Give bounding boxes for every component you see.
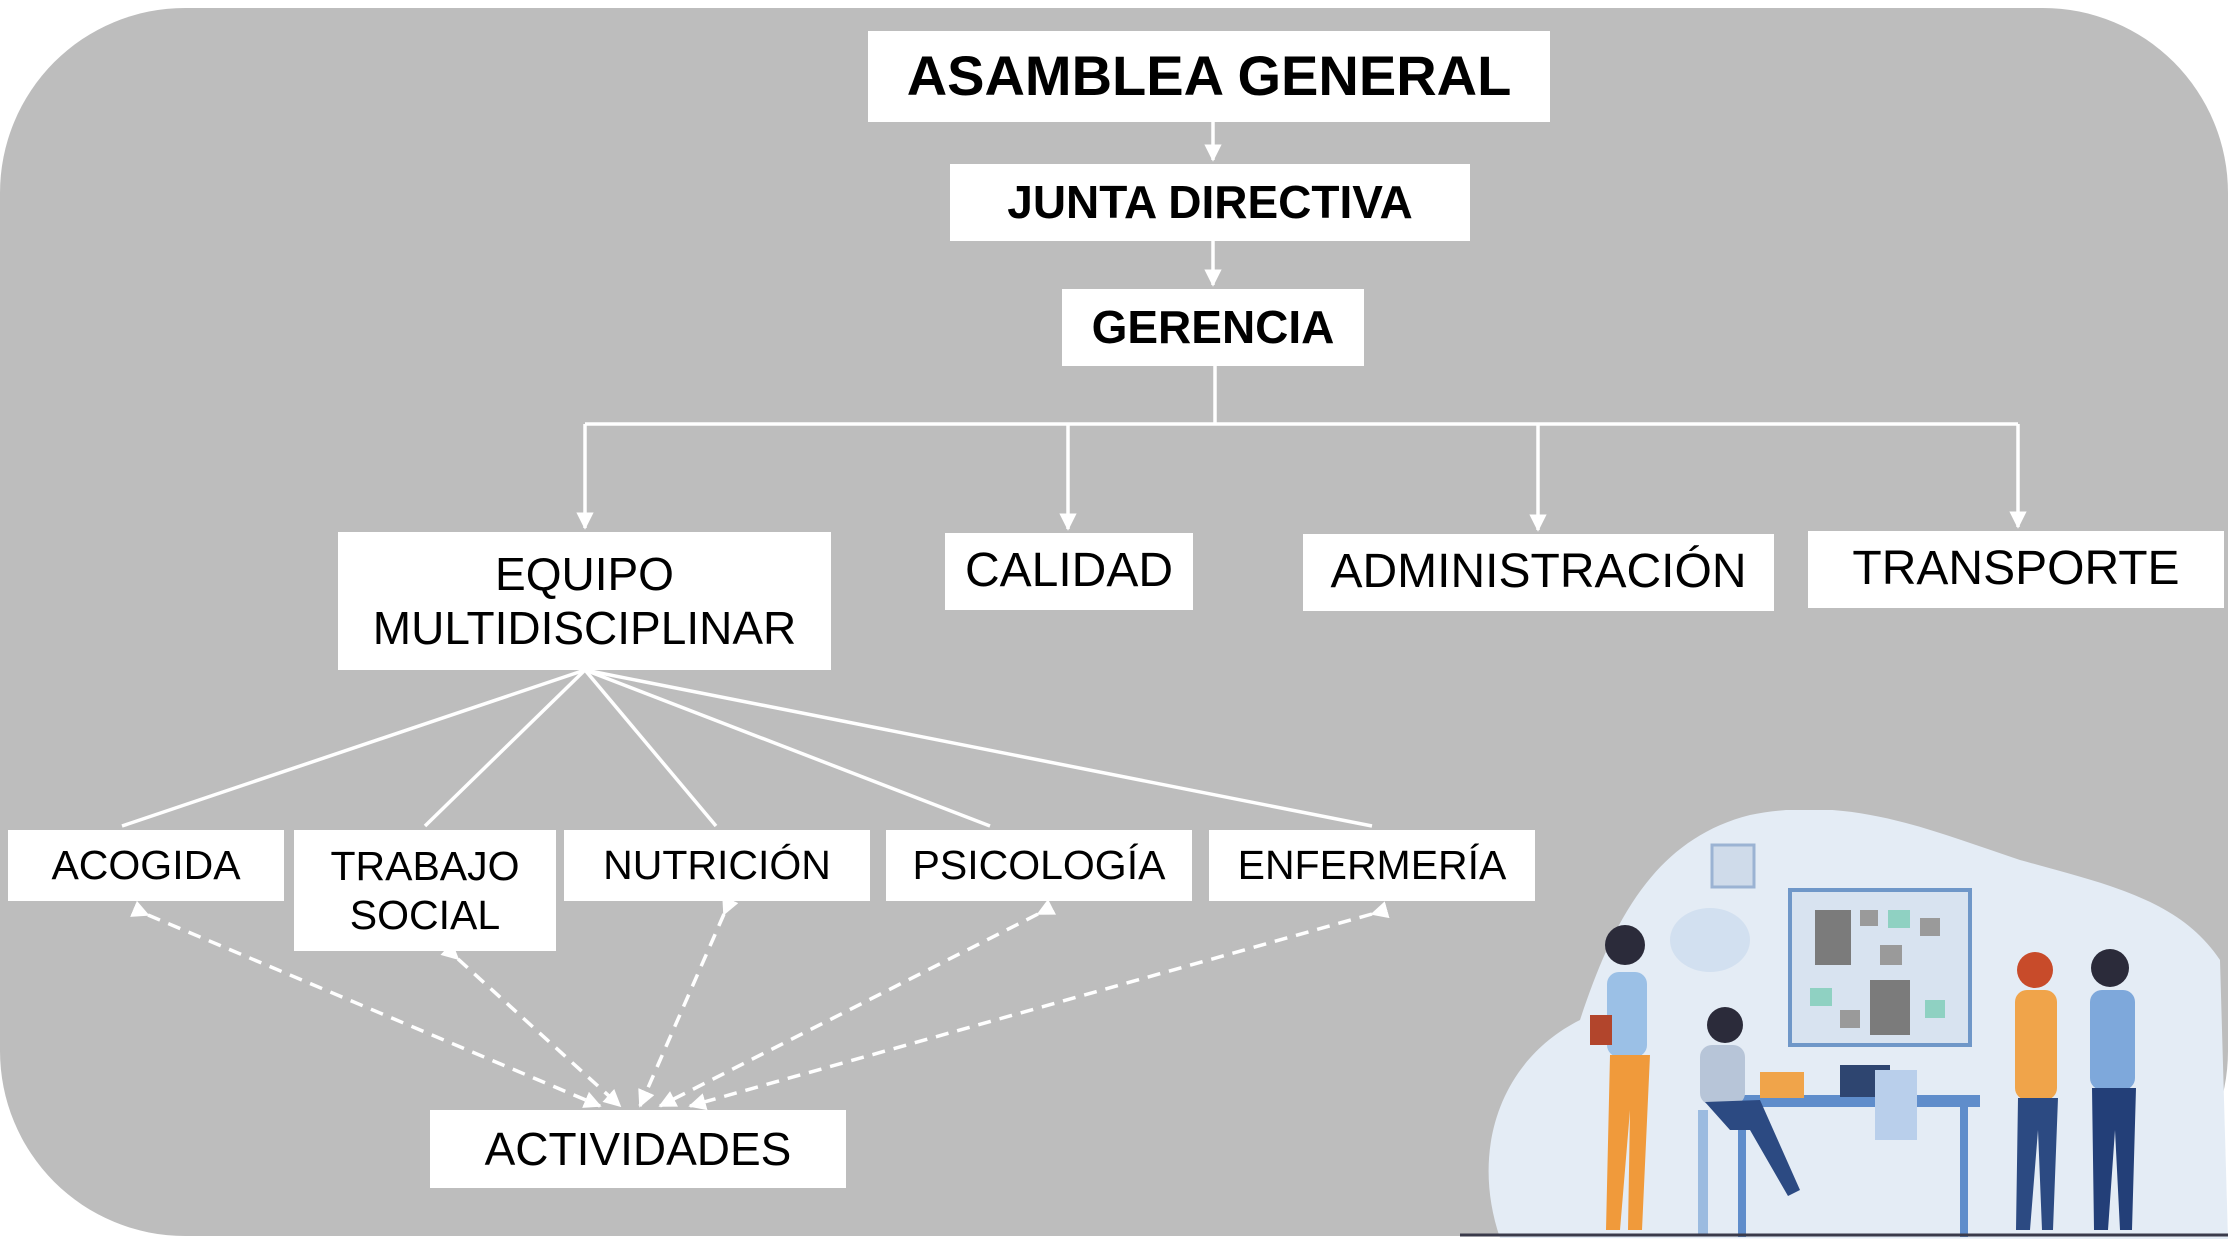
- clock-icon: [1710, 843, 1756, 889]
- node-equipo-multidisciplinar: EQUIPO MULTIDISCIPLINAR: [338, 532, 831, 670]
- node-asamblea-general: ASAMBLEA GENERAL: [868, 31, 1550, 122]
- node-label: ASAMBLEA GENERAL: [906, 44, 1512, 108]
- person-standing-middle: [2015, 990, 2057, 1100]
- node-label: ADMINISTRACIÓN: [1330, 545, 1747, 599]
- dash-trabajo: [440, 941, 622, 1108]
- node-nutricion: NUTRICIÓN: [564, 830, 870, 901]
- node-label: JUNTA DIRECTIVA: [1007, 176, 1413, 229]
- node-label: TRANSPORTE: [1852, 542, 2180, 596]
- node-label-line1: EQUIPO: [495, 547, 674, 600]
- node-calidad: CALIDAD: [945, 533, 1193, 610]
- node-label-line1: TRABAJO: [330, 843, 520, 890]
- team-meeting-illustration: [1460, 810, 2228, 1239]
- node-acogida: ACOGIDA: [8, 830, 284, 901]
- node-enfermeria: ENFERMERÍA: [1209, 830, 1535, 901]
- node-trabajo-social: TRABAJO SOCIAL: [294, 830, 556, 951]
- node-transporte: TRANSPORTE: [1808, 531, 2224, 608]
- node-label: CALIDAD: [964, 544, 1174, 598]
- dash-psicologia: [658, 899, 1057, 1108]
- node-administracion: ADMINISTRACIÓN: [1303, 534, 1774, 611]
- dash-nutricion: [638, 896, 739, 1108]
- node-label: ENFERMERÍA: [1237, 842, 1507, 889]
- link-equipo-nutricion: [583, 668, 718, 828]
- node-label: GERENCIA: [1091, 301, 1335, 354]
- person-standing-left: [1607, 972, 1647, 1057]
- node-psicologia: PSICOLOGÍA: [886, 830, 1192, 901]
- link-equipo-psicologia: [584, 668, 991, 828]
- person-sitting: [1700, 1045, 1745, 1105]
- diagram-background: ASAMBLEA GENERAL JUNTA DIRECTIVA GERENCI…: [0, 8, 2228, 1236]
- node-junta-directiva: JUNTA DIRECTIVA: [950, 164, 1470, 241]
- link-equipo-acogida: [121, 668, 586, 828]
- node-label: PSICOLOGÍA: [912, 842, 1166, 889]
- speech-bubble-icon: [1670, 908, 1750, 972]
- connector-lines: [121, 122, 2027, 1111]
- link-equipo-enfermeria: [584, 668, 1373, 828]
- person-standing-right: [2090, 990, 2135, 1090]
- node-label-line2: MULTIDISCIPLINAR: [372, 602, 797, 654]
- node-label: ACTIVIDADES: [484, 1122, 792, 1175]
- node-gerencia: GERENCIA: [1062, 289, 1364, 366]
- dash-enfermeria: [688, 901, 1390, 1111]
- node-label: NUTRICIÓN: [603, 842, 831, 889]
- link-equipo-trabajo: [423, 668, 587, 828]
- node-actividades: ACTIVIDADES: [430, 1110, 846, 1188]
- node-label: ACOGIDA: [51, 842, 241, 889]
- node-label-line2: SOCIAL: [349, 891, 501, 938]
